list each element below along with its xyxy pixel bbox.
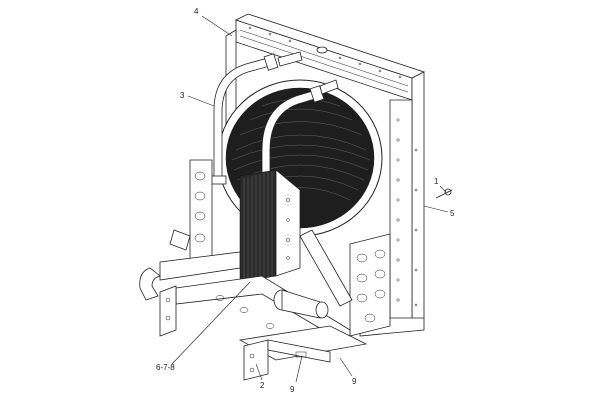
base-front-rail — [159, 251, 241, 281]
callout-9-front: 9 — [290, 385, 295, 394]
callout-4: 4 — [194, 7, 199, 16]
left-mount — [139, 229, 191, 337]
front-mount-bracket — [243, 339, 331, 381]
callout-9-right: 9 — [352, 377, 357, 386]
core-side — [275, 169, 301, 277]
right-perforated-plate — [299, 229, 391, 337]
lower-hose — [139, 267, 161, 301]
inlet-end — [315, 301, 329, 319]
callout-6-7-8: 6-7-8 — [156, 363, 175, 372]
side-fitting — [435, 188, 453, 199]
core-face — [239, 169, 277, 283]
filler-cap — [316, 46, 328, 54]
callout-2: 2 — [260, 381, 265, 390]
left-channel-bracket — [189, 159, 213, 263]
right-side-edge — [411, 71, 425, 325]
callout-1: 1 — [434, 177, 439, 186]
callout-3: 3 — [180, 91, 185, 100]
mount-bracket-left — [159, 285, 177, 337]
upper-hose-fitting — [169, 229, 191, 251]
right-side-plate — [389, 99, 413, 331]
aftercooler-core — [239, 169, 301, 283]
hose-clamp-1 — [263, 53, 279, 71]
callout-5: 5 — [450, 209, 455, 218]
inlet-tube — [281, 289, 321, 319]
leader-lines — [171, 15, 449, 383]
diagonal-brace — [299, 229, 353, 307]
base-frame — [159, 251, 368, 361]
